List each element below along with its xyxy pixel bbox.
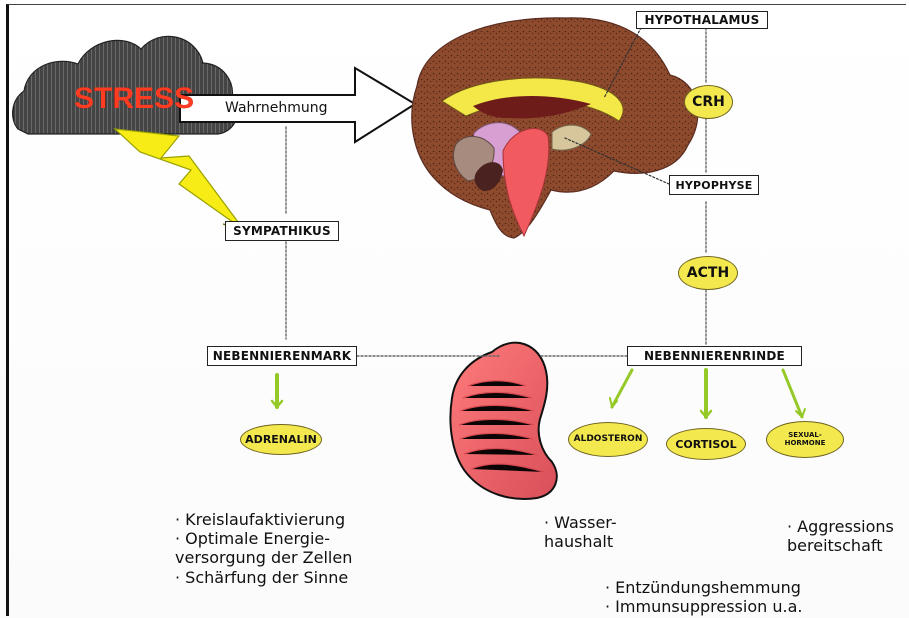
sexualhormone-effect-2: bereitschaft: [787, 536, 894, 555]
perception-label: Wahrnehmung: [225, 100, 328, 117]
adrenalin-effect-4: · Schärfung der Sinne: [175, 568, 352, 587]
aldosteron-effects: · Wasser- haushalt: [544, 513, 617, 551]
aldosteron-effect-2: haushalt: [544, 532, 617, 551]
stress-label: STRESS: [74, 82, 194, 116]
sexualhormone-effects: · Aggressions bereitschaft: [787, 517, 894, 555]
adrenalin-effect-2: · Optimale Energie-: [175, 529, 352, 548]
cortisol-effects: · Entzündungshemmung · Immunsuppression …: [605, 578, 802, 616]
nebennierenmark-label: NEBENNIERENMARK: [207, 346, 357, 366]
cortisol-oval: CORTISOL: [666, 428, 746, 460]
brain-icon: [412, 18, 698, 238]
cortisol-effect-1: · Entzündungshemmung: [605, 578, 802, 597]
aldosteron-effect-1: · Wasser-: [544, 513, 617, 532]
aldosteron-oval: ALDOSTERON: [568, 422, 648, 457]
sexualhormone-oval: SEXUAL- HORMONE: [766, 421, 844, 458]
acth-oval: ACTH: [678, 256, 738, 290]
hypophyse-label: HYPOPHYSE: [669, 175, 759, 195]
kidney-icon: [450, 343, 556, 499]
adrenalin-effects: · Kreislaufaktivierung · Optimale Energi…: [175, 510, 352, 587]
cortisol-effect-2: · Immunsuppression u.a.: [605, 597, 802, 616]
hypothalamus-label: HYPOTHALAMUS: [636, 11, 768, 29]
lightning-bolt-icon: [115, 129, 244, 230]
adrenalin-effect-3: versorgung der Zellen: [175, 548, 352, 567]
sexualhormone-line-2: HORMONE: [785, 440, 826, 447]
adrenalin-oval: ADRENALIN: [240, 424, 322, 455]
adrenalin-effect-1: · Kreislaufaktivierung: [175, 510, 352, 529]
sympathikus-label: SYMPATHIKUS: [225, 221, 339, 241]
nebennierenrinde-label: NEBENNIERENRINDE: [627, 346, 802, 366]
sexualhormone-effect-1: · Aggressions: [787, 517, 894, 536]
crh-oval: CRH: [684, 85, 733, 119]
